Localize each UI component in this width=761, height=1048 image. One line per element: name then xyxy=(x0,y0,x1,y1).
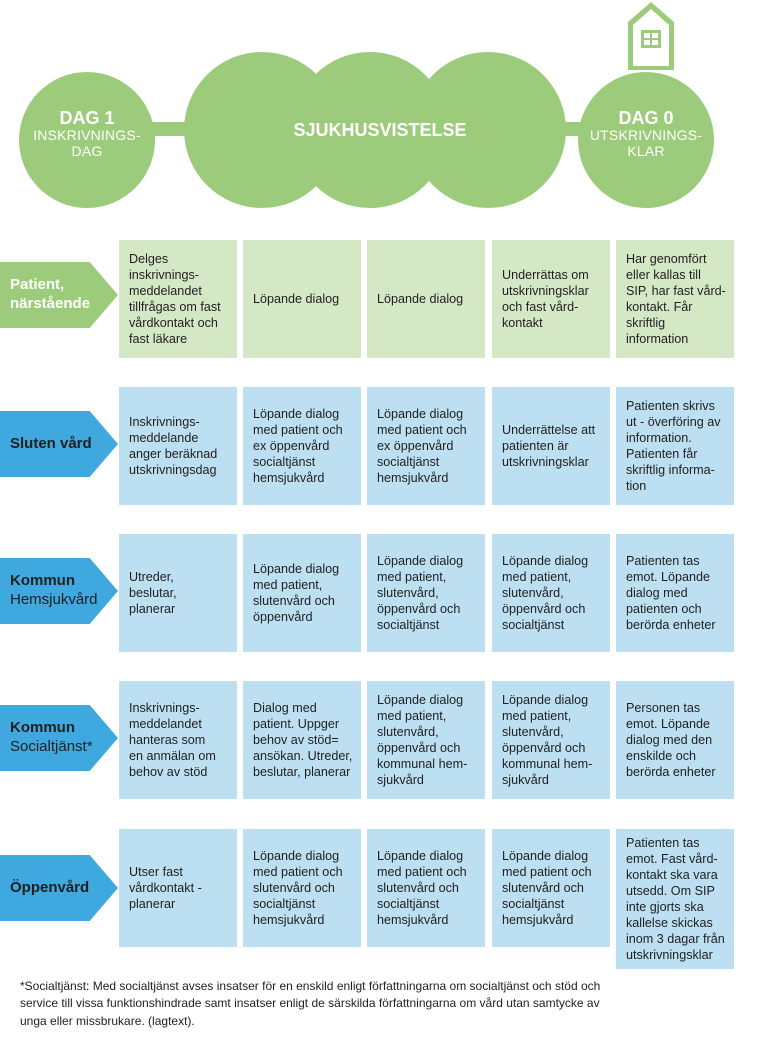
cell-oppenvard-1: Utser fast vårdkontakt - planerar xyxy=(119,829,237,947)
row-label-kommun-hemsjukvard: Kommun Hemsjukvård xyxy=(0,558,118,624)
row-label-line1: Öppenvård xyxy=(10,878,90,896)
cell-text: Löpande dialog xyxy=(253,292,340,306)
cell-socialtjanst-1: Inskrivnings- meddelandet hanteras som e… xyxy=(119,681,237,799)
cell-text: Utser fast vårdkontakt - planerar xyxy=(129,865,202,911)
day1-subtitle: INSKRIVNINGS- DAG xyxy=(33,127,141,159)
cell-hemsjukvard-4: Löpande dialog med patient, slutenvård, … xyxy=(492,534,610,652)
day0-circle xyxy=(578,72,714,208)
timeline-header: DAG 1 INSKRIVNINGS- DAG SJUKHUSVISTELSE … xyxy=(0,0,761,230)
cell-text: Patienten tas emot. Löpande dialog med p… xyxy=(626,554,716,632)
day1-title: DAG 1 xyxy=(59,108,115,128)
cell-text: Löpande dialog med patient, slutenvård, … xyxy=(502,554,589,632)
cell-socialtjanst-2: Dialog med patient. Uppger behov av stöd… xyxy=(243,681,361,799)
day0-label: DAG 0 UTSKRIVNINGS- KLAR xyxy=(581,108,711,160)
stay-circle-3 xyxy=(410,52,566,208)
row-label-line2: Hemsjukvård xyxy=(10,591,98,608)
cell-text: Underrättelse att patienten är utskrivni… xyxy=(502,423,596,469)
row-label-patient: Patient, närstående xyxy=(0,262,118,328)
cell-text: Inskrivnings- meddelande anger beräknad … xyxy=(129,415,218,477)
cell-text: Löpande dialog med patient och ex öppenv… xyxy=(253,407,343,485)
row-sluten-vard: Sluten vård Inskrivnings- meddelande ang… xyxy=(0,387,761,505)
row-patient: Patient, närstående Delges inskrivnings-… xyxy=(0,240,761,358)
stay-circle-2 xyxy=(292,52,448,208)
cell-text: Delges inskrivnings- meddelandet tillfrå… xyxy=(129,252,221,346)
row-label-line1: Patient, xyxy=(10,276,65,294)
timeline-graphic xyxy=(19,2,714,208)
row-label-line1: Sluten vård xyxy=(10,434,92,452)
cell-text: Löpande dialog med patient och slutenvår… xyxy=(253,849,343,927)
row-oppenvard: Öppenvård Utser fast vårdkontakt - plane… xyxy=(0,829,761,969)
cell-text: Löpande dialog med patient, slutenvård, … xyxy=(502,693,593,787)
cell-text: Löpande dialog med patient och slutenvår… xyxy=(502,849,592,927)
cell-hemsjukvard-2: Löpande dialog med patient, slutenvård o… xyxy=(243,534,361,652)
cell-oppenvard-5: Patienten tas emot. Fast vård- kontakt s… xyxy=(616,829,734,969)
cell-oppenvard-2: Löpande dialog med patient och slutenvår… xyxy=(243,829,361,947)
cell-hemsjukvard-3: Löpande dialog med patient, slutenvård, … xyxy=(367,534,485,652)
day1-label: DAG 1 INSKRIVNINGS- DAG xyxy=(22,108,152,160)
cell-hemsjukvard-1: Utreder, beslutar, planerar xyxy=(119,534,237,652)
cell-text: Har genomfört eller kallas till SIP, har… xyxy=(626,252,726,346)
cell-text: Löpande dialog med patient, slutenvård, … xyxy=(377,554,464,632)
day1-circle xyxy=(19,72,155,208)
cell-patient-2: Löpande dialog xyxy=(243,240,361,358)
row-label-line2: närstående xyxy=(10,295,91,312)
cell-text: Löpande dialog xyxy=(377,292,464,306)
cell-patient-5: Har genomfört eller kallas till SIP, har… xyxy=(616,240,734,358)
house-icon xyxy=(628,2,674,70)
cell-socialtjanst-4: Löpande dialog med patient, slutenvård, … xyxy=(492,681,610,799)
cell-sluten-4: Underrättelse att patienten är utskrivni… xyxy=(492,387,610,505)
cell-text: Underrättas om utskrivningsklar och fast… xyxy=(502,268,589,330)
row-label-kommun-socialtjanst: Kommun Socialtjänst* xyxy=(0,705,118,771)
cell-oppenvard-4: Löpande dialog med patient och slutenvår… xyxy=(492,829,610,947)
day0-subtitle: UTSKRIVNINGS- KLAR xyxy=(589,127,703,159)
row-label-sluten-vard: Sluten vård xyxy=(0,411,118,477)
cell-patient-3: Löpande dialog xyxy=(367,240,485,358)
row-kommun-hemsjukvard: Kommun Hemsjukvård Utreder, beslutar, pl… xyxy=(0,534,761,652)
cell-text: Löpande dialog med patient och ex öppenv… xyxy=(377,407,467,485)
row-label-line2: Socialtjänst* xyxy=(10,738,93,755)
cell-text: Patienten skrivs ut - överföring av info… xyxy=(626,399,721,493)
footnote: *Socialtjänst: Med socialtjänst avses in… xyxy=(20,979,601,1028)
cell-text: Inskrivnings- meddelandet hanteras som e… xyxy=(129,701,216,779)
cell-sluten-3: Löpande dialog med patient och ex öppenv… xyxy=(367,387,485,505)
cell-sluten-1: Inskrivnings- meddelande anger beräknad … xyxy=(119,387,237,505)
cell-text: Patienten tas emot. Fast vård- kontakt s… xyxy=(626,836,725,962)
cell-socialtjanst-3: Löpande dialog med patient, slutenvård, … xyxy=(367,681,485,799)
cell-patient-4: Underrättas om utskrivningsklar och fast… xyxy=(492,240,610,358)
cell-text: Personen tas emot. Löpande dialog med de… xyxy=(626,701,716,779)
cell-text: Utreder, beslutar, planerar xyxy=(129,570,177,616)
cell-text: Löpande dialog med patient och slutenvår… xyxy=(377,849,467,927)
cell-socialtjanst-5: Personen tas emot. Löpande dialog med de… xyxy=(616,681,734,799)
cell-patient-1: Delges inskrivnings- meddelandet tillfrå… xyxy=(119,240,237,358)
stay-label: SJUKHUSVISTELSE xyxy=(250,120,510,140)
stay-circle-1 xyxy=(184,52,340,208)
row-kommun-socialtjanst: Kommun Socialtjänst* Inskrivnings- medde… xyxy=(0,681,761,799)
cell-sluten-2: Löpande dialog med patient och ex öppenv… xyxy=(243,387,361,505)
stay-title: SJUKHUSVISTELSE xyxy=(293,120,467,140)
cell-text: Löpande dialog med patient, slutenvård, … xyxy=(377,693,468,787)
row-label-line1: Kommun xyxy=(10,719,75,737)
cell-sluten-5: Patienten skrivs ut - överföring av info… xyxy=(616,387,734,505)
row-label-oppenvard: Öppenvård xyxy=(0,855,118,921)
row-label-line1: Kommun xyxy=(10,572,75,590)
day0-title: DAG 0 xyxy=(618,108,674,128)
cell-text: Löpande dialog med patient, slutenvård o… xyxy=(253,562,340,624)
cell-oppenvard-3: Löpande dialog med patient och slutenvår… xyxy=(367,829,485,947)
cell-text: Dialog med patient. Uppger behov av stöd… xyxy=(253,701,353,779)
cell-hemsjukvard-5: Patienten tas emot. Löpande dialog med p… xyxy=(616,534,734,652)
